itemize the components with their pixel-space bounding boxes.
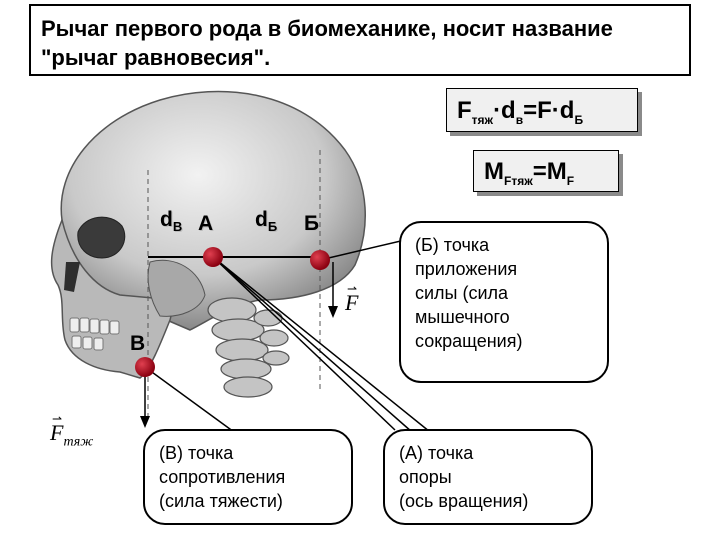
callout-point-v: (В) точка сопротивления (сила тяжести) [143, 429, 353, 525]
eq-d-symbol: ·d [493, 97, 516, 124]
teeth [69, 317, 120, 351]
vector-f-label: ⇀F [345, 282, 359, 315]
pointer-b [319, 239, 406, 261]
vector-f-tyazh-label: ⇀Fтяж [50, 412, 94, 450]
moment-m-sub: Fтяж [504, 173, 533, 188]
moment-rhs-sub: F [566, 173, 575, 188]
jaw-ramus [147, 259, 206, 317]
label-d-b: dБ [255, 208, 278, 235]
vector-arrow-icon: ⇀ [347, 282, 358, 296]
label-d-v: dВ [160, 208, 183, 235]
skull-face [50, 217, 176, 379]
pointer-a-3 [212, 256, 396, 431]
eq-d-sub: в [515, 112, 524, 127]
eq-f-symbol: F [457, 97, 472, 124]
point-a-marker [203, 247, 223, 267]
eq-rhs: =F·d [523, 97, 575, 124]
point-b-marker [310, 250, 330, 270]
force-arrowhead-f [328, 306, 338, 318]
label-point-a: А [198, 212, 214, 235]
label-point-b: Б [304, 212, 320, 235]
label-point-v: В [130, 332, 146, 355]
nasal-cavity [64, 262, 80, 292]
eq-f-sub: тяж [471, 112, 494, 127]
title-text: Рычаг первого рода в биомеханике, носит … [41, 16, 613, 70]
eq-rhs-sub: Б [574, 112, 584, 127]
moment-rhs: =M [532, 158, 567, 185]
moment-m-symbol: M [484, 158, 504, 185]
title-box: Рычаг первого рода в биомеханике, носит … [29, 4, 691, 76]
callout-point-b: (Б) точка приложения силы (сила мышечног… [399, 221, 609, 383]
force-arrowhead-v [140, 416, 150, 428]
callout-point-a: (А) точка опоры (ось вращения) [383, 429, 593, 525]
pointer-a-1 [212, 256, 441, 441]
torque-equation: Fтяж·dв=F·dБ [446, 88, 638, 132]
point-v-marker [135, 357, 155, 377]
skull-cranium [60, 90, 366, 331]
vector-arrow-icon: ⇀ [52, 412, 63, 426]
eye-socket [77, 216, 126, 259]
moment-equation: MFтяж=MF [473, 150, 619, 192]
pointer-a-2 [212, 256, 413, 433]
pointer-v [144, 366, 246, 441]
